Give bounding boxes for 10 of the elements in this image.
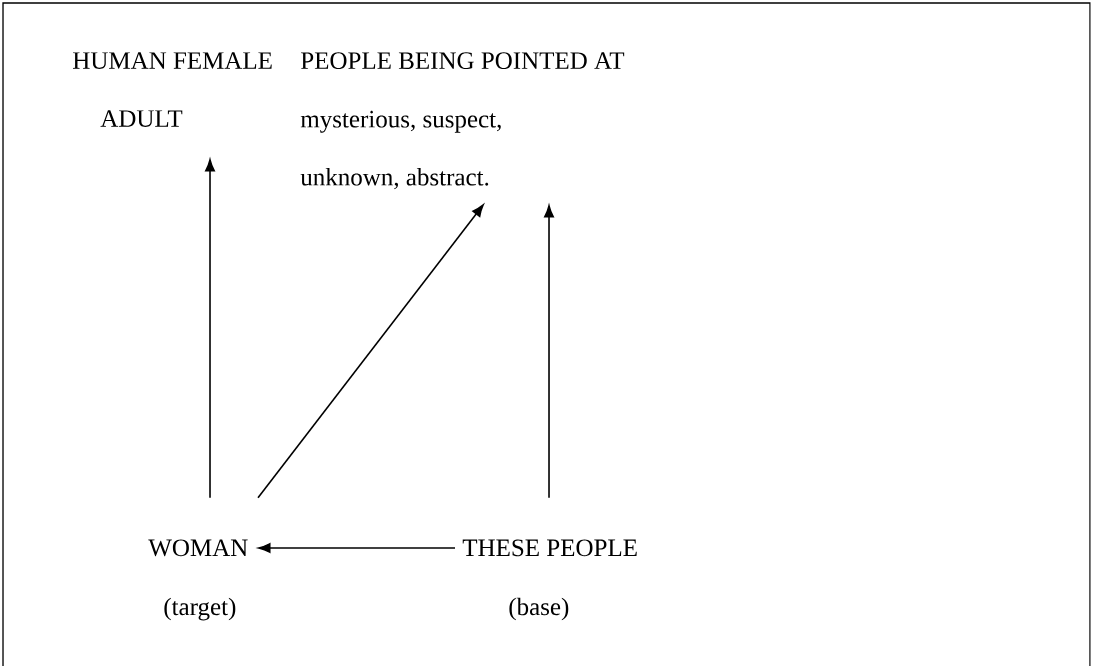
- text-label: WOMAN: [148, 539, 248, 557]
- text-label: HUMAN FEMALE ADULT: [73, 52, 272, 127]
- arrow: [544, 205, 554, 499]
- caption-text: (target): [164, 597, 236, 621]
- arrow: [257, 204, 484, 499]
- caption-text: (base): [509, 597, 569, 621]
- text-label: THESE PEOPLE: [462, 539, 637, 557]
- text-label: PEOPLE BEING POINTED AT mysterious, suspect, unknown, abstract.: [300, 52, 625, 190]
- arrow: [205, 159, 215, 499]
- arrow: [258, 543, 456, 553]
